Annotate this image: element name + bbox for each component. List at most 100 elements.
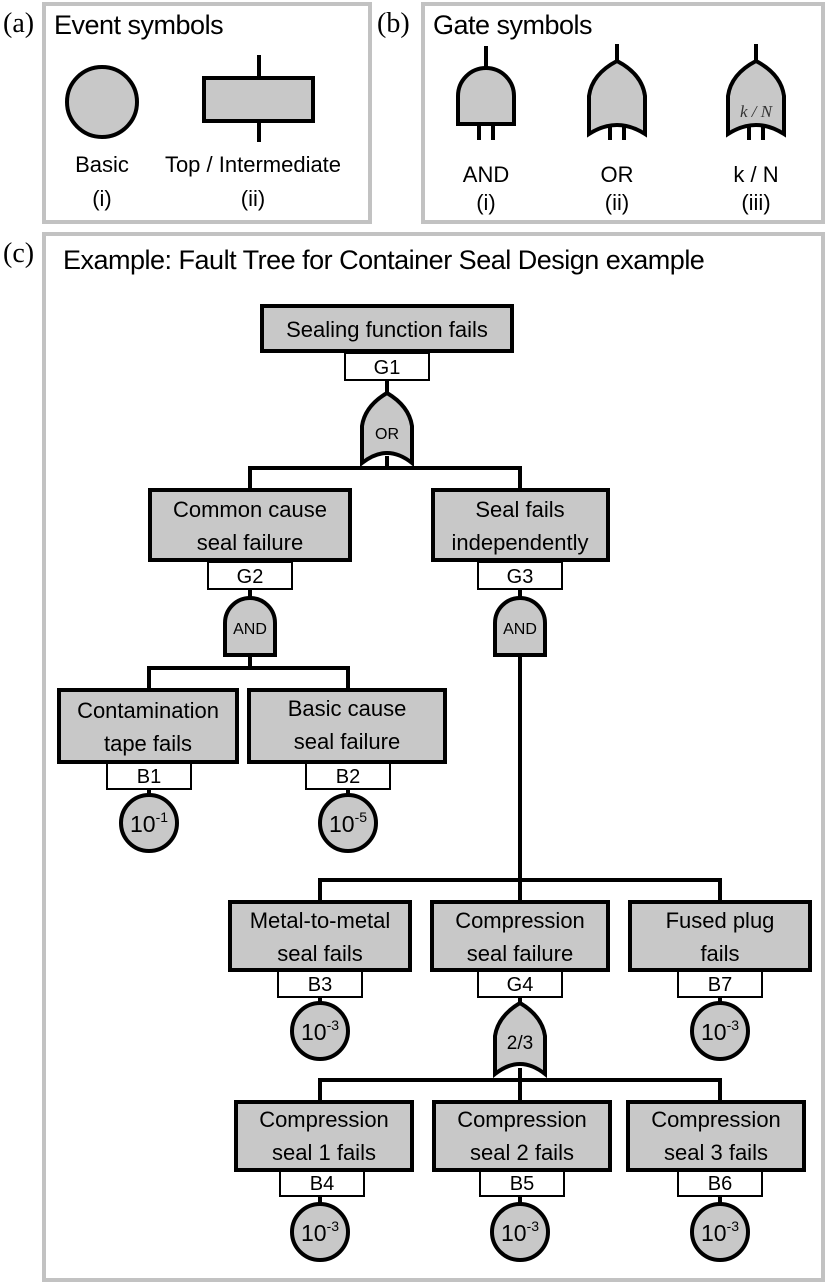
event-b2-id: B2: [336, 766, 360, 788]
and-symbol-num: (i): [476, 190, 496, 215]
event-b3-probability: 10-3: [301, 1017, 339, 1045]
intermediate-event-label: Top / Intermediate: [165, 152, 341, 177]
event-b4-id: B4: [310, 1173, 334, 1195]
or-gate-g1-label: OR: [375, 426, 399, 443]
event-b5-prob-exp: -3: [527, 1218, 540, 1234]
event-g3-id-box: [477, 561, 563, 590]
event-b1-id-box: [106, 762, 192, 790]
wire-or-branch: [248, 466, 522, 488]
event-b3-prob-base: 10: [301, 1019, 327, 1045]
event-b1-probability: 10-1: [130, 809, 168, 837]
event-b6-line-1: Compression: [651, 1107, 781, 1132]
event-b6: Compression seal 3 fails B6 10-3: [626, 1100, 806, 1262]
event-b2-box: [247, 688, 447, 764]
kn-gate-symbol: [726, 58, 786, 138]
event-b7-prob-exp: -3: [727, 1017, 740, 1033]
event-b4-prob-base: 10: [301, 1220, 327, 1246]
event-b1-probability-circle: [119, 793, 179, 853]
event-g3-id: G3: [507, 566, 534, 588]
event-b4-probability: 10-3: [301, 1218, 339, 1246]
basic-event-label: Basic: [75, 152, 129, 177]
event-b1: Contamination tape fails B1 10-1: [57, 688, 239, 853]
event-b7: Fused plug fails B7 10-3: [628, 900, 812, 1061]
event-g2-id: G2: [237, 566, 264, 588]
event-b6-probability-circle: [690, 1202, 750, 1262]
event-b4-prob-exp: -3: [327, 1218, 340, 1234]
event-b5-probability-circle: [490, 1202, 550, 1262]
panel-a-event-symbols: (a) Event symbols Basic (i) Top / Interm…: [3, 2, 372, 224]
event-g2: Common cause seal failure G2 AND: [148, 488, 352, 657]
event-b2: Basic cause seal failure B2 10-5: [247, 688, 447, 853]
event-b6-prob-base: 10: [701, 1220, 727, 1246]
event-b6-probability: 10-3: [701, 1218, 739, 1246]
and-symbol-label: AND: [463, 162, 509, 187]
basic-event-num: (i): [92, 186, 112, 211]
event-b2-line-2: seal failure: [294, 729, 400, 754]
event-b4-line-2: seal 1 fails: [272, 1140, 376, 1165]
event-g4-id-box: [477, 970, 563, 998]
event-b4-box: [234, 1100, 414, 1172]
event-b5-box: [432, 1100, 612, 1172]
event-b1-prob-exp: -1: [156, 809, 169, 825]
or-symbol-label: OR: [601, 162, 634, 187]
basic-event-symbol: [65, 65, 139, 139]
event-b5-probability: 10-3: [501, 1218, 539, 1246]
event-g2-line-1: Common cause: [173, 497, 327, 522]
event-b3-line-2: seal fails: [277, 941, 363, 966]
event-b4: Compression seal 1 fails B4 10-3: [234, 1100, 414, 1262]
kn-gate-g4-label: 2/3: [507, 1033, 533, 1054]
or-gate-symbol: [587, 58, 647, 138]
event-b6-id: B6: [708, 1173, 732, 1195]
event-b2-probability: 10-5: [329, 809, 367, 837]
event-b3-line-1: Metal-to-metal: [250, 908, 391, 933]
event-b3-box: [228, 900, 412, 972]
event-top: Sealing function fails G1 OR: [260, 304, 514, 468]
panel-b-frame: [421, 2, 825, 224]
event-b4-probability-circle: [290, 1202, 350, 1262]
kn-gate-g4: [493, 1000, 547, 1079]
or-gate-g1: [360, 390, 414, 468]
panel-c-fault-tree: (c) Example: Fault Tree for Container Se…: [3, 232, 825, 1282]
event-b7-probability: 10-3: [701, 1017, 739, 1045]
panel-b-gate-symbols: (b) Gate symbols k / N AND (i) OR (ii) k…: [377, 2, 825, 224]
event-b6-line-2: seal 3 fails: [664, 1140, 768, 1165]
or-symbol-num: (ii): [605, 190, 629, 215]
event-b1-box: [57, 688, 239, 764]
panel-c-tag: (c): [3, 238, 34, 269]
event-g2-id-box: [207, 561, 293, 590]
kn-symbol-num: (iii): [741, 190, 770, 215]
event-b6-id-box: [677, 1170, 763, 1197]
event-b2-probability-circle: [318, 793, 378, 853]
event-b7-line-2: fails: [700, 941, 739, 966]
event-top-label: Sealing function fails: [286, 317, 488, 342]
event-b6-prob-exp: -3: [727, 1218, 740, 1234]
event-b4-id-box: [279, 1170, 365, 1197]
event-b7-probability-circle: [690, 1001, 750, 1061]
event-g4-line-1: Compression: [455, 908, 585, 933]
event-top-id-box: [344, 352, 430, 381]
kn-symbol-label: k / N: [733, 162, 778, 187]
event-b7-id: B7: [708, 974, 732, 996]
panel-a-frame: [42, 2, 372, 224]
event-g3-line-2: independently: [451, 530, 588, 555]
event-b5-line-2: seal 2 fails: [470, 1140, 574, 1165]
event-top-id: G1: [374, 357, 401, 379]
event-g4-line-2: seal failure: [467, 941, 573, 966]
event-g4: Compression seal failure G4 2/3: [430, 900, 610, 1079]
event-b7-line-1: Fused plug: [666, 908, 775, 933]
wire-g2-branch: [147, 666, 350, 688]
event-b1-line-2: tape fails: [104, 731, 192, 756]
event-b5: Compression seal 2 fails B5 10-3: [432, 1100, 612, 1262]
event-g4-id: G4: [507, 974, 534, 996]
event-b2-prob-base: 10: [329, 811, 355, 837]
event-b1-line-1: Contamination: [77, 698, 219, 723]
event-g3: Seal fails independently G3 AND: [431, 488, 610, 657]
and-gate-symbol: [456, 66, 516, 126]
event-b4-line-1: Compression: [259, 1107, 389, 1132]
intermediate-event-symbol: [202, 76, 315, 123]
event-b7-prob-base: 10: [701, 1019, 727, 1045]
event-top-box: [260, 304, 514, 353]
and-gate-g2-label: AND: [233, 621, 267, 638]
panel-b-tag: (b): [377, 8, 410, 39]
